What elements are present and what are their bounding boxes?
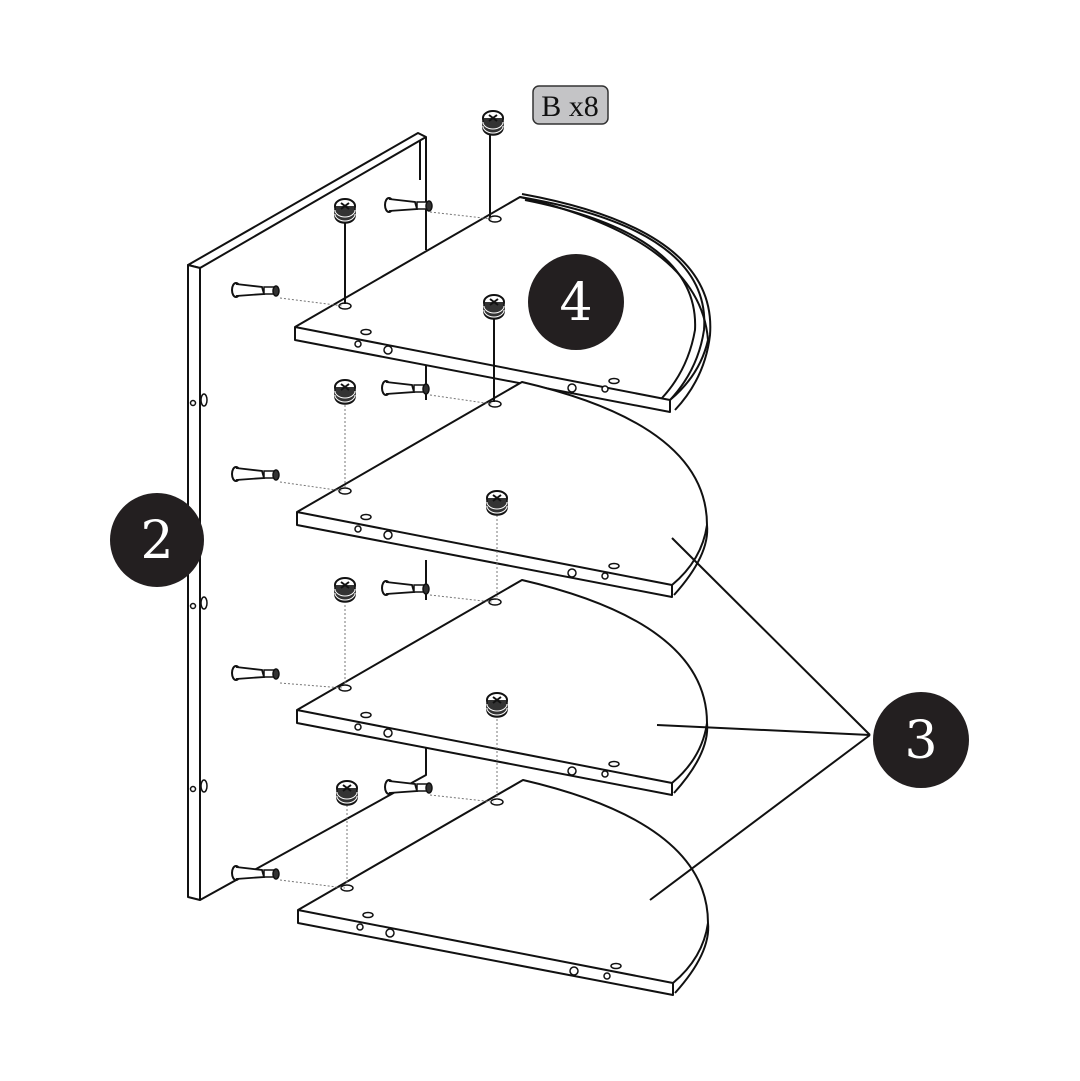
callout-2: 2 xyxy=(110,493,204,587)
callout-2-label: 2 xyxy=(140,511,173,571)
side-panel xyxy=(187,132,427,901)
shelf-3 xyxy=(297,779,710,996)
callout-4: 4 xyxy=(528,254,624,350)
hardware-badge: B x8 xyxy=(532,85,609,125)
shelf-3 xyxy=(296,381,709,598)
callout-4-label: 4 xyxy=(559,273,592,333)
callout-3: 3 xyxy=(873,692,969,788)
shelf-3 xyxy=(296,579,709,796)
hardware-badge-label: B x8 xyxy=(541,90,599,123)
callout-3-leaders xyxy=(649,537,871,901)
callout-3-label: 3 xyxy=(904,711,937,771)
guide-lines xyxy=(279,132,498,889)
